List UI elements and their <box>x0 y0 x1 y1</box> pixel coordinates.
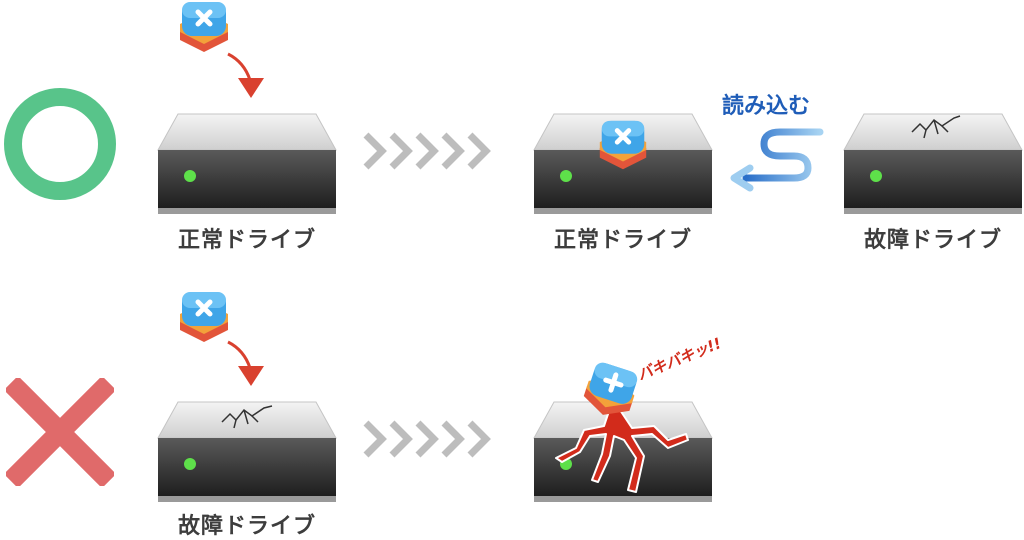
s-curve-arrow-icon <box>730 128 824 192</box>
drop-arrow-icon <box>227 340 264 386</box>
led-indicator <box>560 170 572 182</box>
app-stack-icon <box>180 2 228 52</box>
normal-drive <box>156 112 338 224</box>
led-indicator <box>184 458 196 470</box>
led-indicator <box>184 170 196 182</box>
app-stack-icon <box>180 292 228 342</box>
drive-label: 正常ドライブ <box>177 228 316 253</box>
led-indicator <box>870 170 882 182</box>
crack-icon <box>911 115 961 139</box>
shatter-sound-effect: バキバキッ!! <box>634 334 724 385</box>
app-stack-icon <box>583 362 638 415</box>
crack-icon <box>221 405 273 429</box>
drive-label: 正常ドライブ <box>553 228 692 253</box>
load-label: 読み込む <box>722 94 811 119</box>
drive-label: 故障ドライブ <box>863 228 1002 253</box>
chevrons-arrow-icon <box>363 420 491 458</box>
drive-label: 故障ドライブ <box>177 514 316 539</box>
chevrons-arrow-icon <box>363 132 491 170</box>
app-stack-icon <box>599 120 647 170</box>
ok-circle-icon <box>4 88 116 200</box>
broken-drive <box>842 112 1024 224</box>
broken-drive <box>156 400 338 512</box>
shatter-crack-icon <box>555 401 689 493</box>
drop-arrow-icon <box>227 52 264 98</box>
ng-cross-icon <box>6 378 114 486</box>
